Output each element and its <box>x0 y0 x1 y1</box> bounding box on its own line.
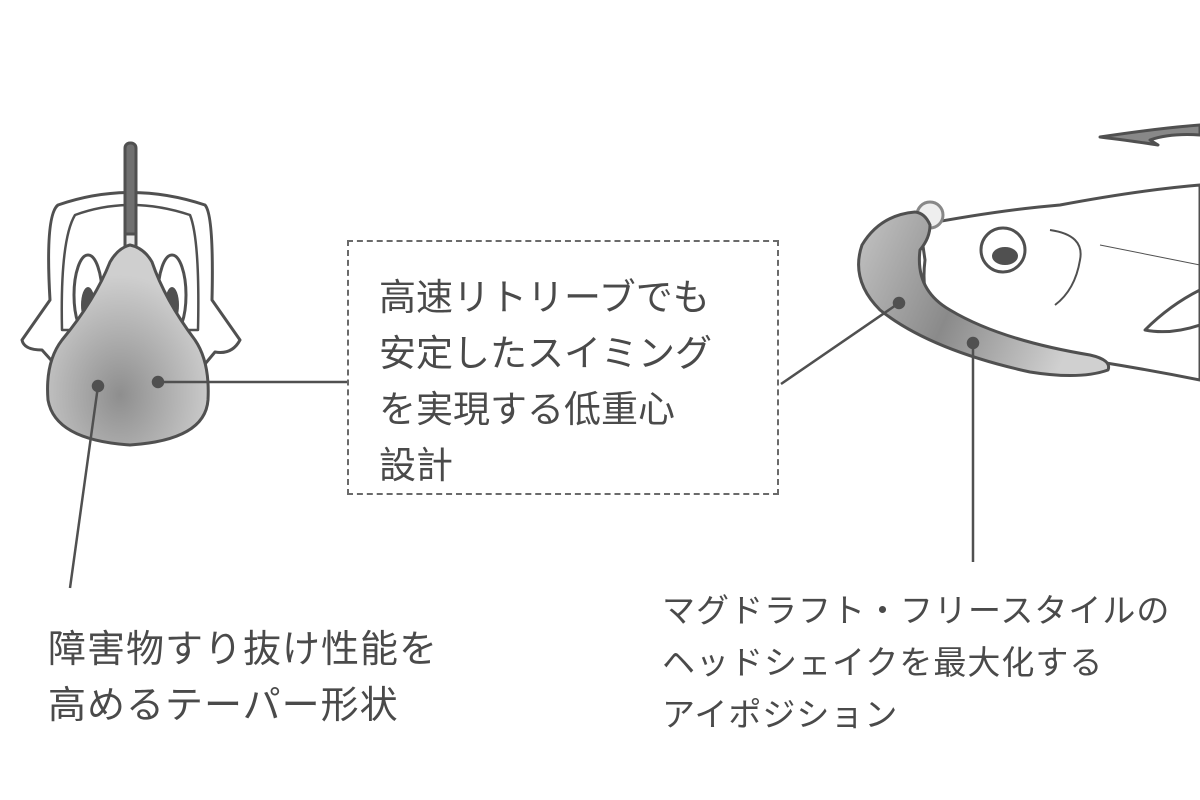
callout-dot <box>91 379 105 393</box>
fish-eye <box>992 247 1018 265</box>
leader-lines <box>68 296 980 589</box>
center-callout-box: 高速リトリーブでも 安定したスイミング を実現する低重心 設計 <box>347 240 779 495</box>
right-caption-line: マグドラフト・フリースタイルの <box>662 591 1171 630</box>
callout-line: 高速リトリーブでも <box>379 276 710 319</box>
right-caption-line: ヘッドシェイクを最大化する <box>662 643 1104 682</box>
right-caption-line: アイポジション <box>662 695 899 734</box>
callout-dot <box>892 296 906 310</box>
callout-line: 設計 <box>379 444 453 487</box>
left-caption-line: 障害物すり抜け性能を <box>48 627 439 671</box>
lure-side-view <box>857 123 1200 382</box>
callout-dot <box>151 375 165 389</box>
callout-dot <box>966 336 980 350</box>
callout-line: 安定したスイミング <box>379 332 712 375</box>
hook <box>1098 123 1200 147</box>
tapered-head <box>46 243 210 447</box>
callout-line: を実現する低重心 <box>379 388 675 431</box>
lure-front-view <box>20 141 242 447</box>
left-caption-line: 高めるテーパー形状 <box>48 683 399 727</box>
line-tie <box>123 141 138 245</box>
jig-head <box>857 210 1111 378</box>
